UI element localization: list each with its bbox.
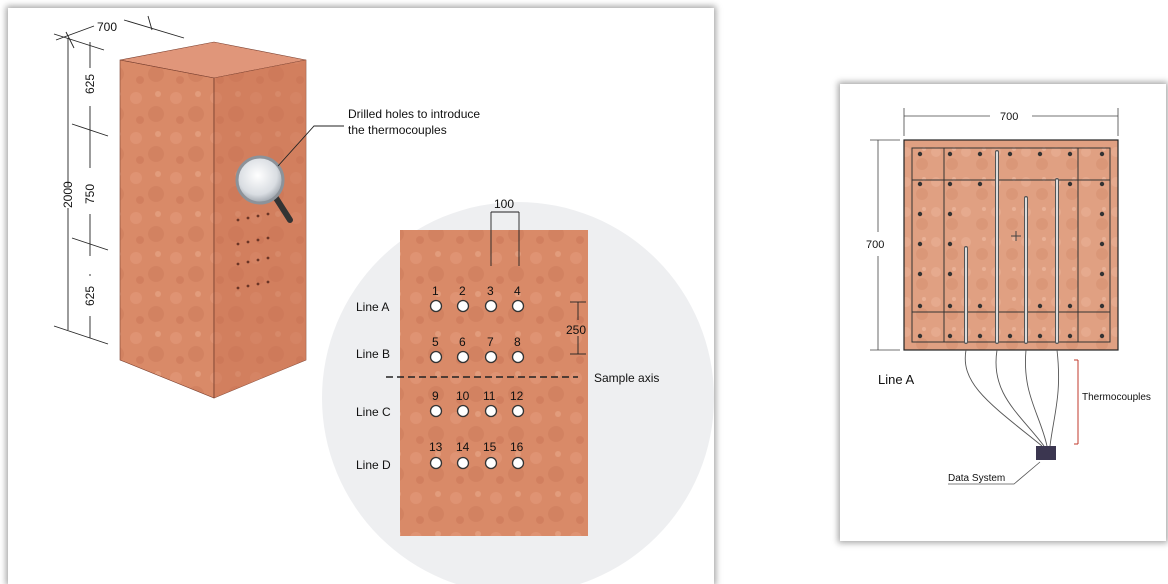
hole-number: 15 (483, 440, 497, 454)
hole-number: 1 (432, 284, 439, 298)
thermocouple-callout: Drilled holes to introduce the thermocou… (277, 107, 480, 167)
thermocouples-label: Thermocouples (1082, 392, 1151, 403)
line-c-label: Line C (356, 405, 391, 419)
hole-number: 8 (514, 335, 521, 349)
width-dimension-label: 700 (97, 20, 117, 34)
column-holes (236, 212, 270, 290)
line-b-label: Line B (356, 347, 390, 361)
hole-number: 12 (510, 389, 524, 403)
column-cross-section (903, 139, 1119, 351)
hole-number: 3 (487, 284, 494, 298)
height-dimension (53, 33, 109, 345)
spacing-vertical-label: 250 (566, 323, 586, 337)
center-mark (1011, 231, 1021, 241)
rebar-cage (911, 147, 1111, 343)
hole-number: 11 (483, 389, 496, 403)
column-diagram: Drilled holes to introduce the thermocou… (53, 15, 714, 584)
section-width-dimension (903, 108, 1119, 136)
spacing-horizontal-label: 100 (494, 197, 514, 211)
concrete-column (119, 41, 307, 399)
hole-detail: 100 250 Line A Line B Line C Line D Samp… (322, 197, 714, 584)
hole-number: 13 (429, 440, 443, 454)
callout-line-2: the thermocouples (348, 123, 447, 137)
column-diagram-panel: Drilled holes to introduce the thermocou… (8, 8, 714, 584)
height-total-label: 2000 (61, 181, 75, 208)
section-height-label: 700 (866, 239, 884, 251)
hole-number: 5 (432, 335, 439, 349)
hole-number: 2 (459, 284, 466, 298)
cross-section-diagram: 700 700 (866, 108, 1151, 485)
hole-number: 10 (456, 389, 470, 403)
hole-number: 16 (510, 440, 524, 454)
hole-number: 9 (432, 389, 439, 403)
width-dimension (55, 15, 185, 49)
section-line-label: Line A (878, 372, 914, 387)
data-system-label: Data System (948, 473, 1005, 484)
section-width-label: 700 (1000, 111, 1018, 123)
sample-axis-label: Sample axis (594, 371, 659, 385)
height-top-label: 625 (83, 74, 97, 94)
hole-number: 14 (456, 440, 470, 454)
callout-line-1: Drilled holes to introduce (348, 107, 480, 121)
height-bottom-label: 625 (83, 286, 97, 306)
thermocouples-bracket (1074, 359, 1079, 445)
hole-number: 7 (487, 335, 494, 349)
cross-section-panel: 700 700 (840, 84, 1166, 541)
section-height-dimension (870, 139, 900, 351)
hole-grid (429, 299, 525, 470)
hole-number: 4 (514, 284, 521, 298)
height-middle-label: 750 (83, 184, 97, 204)
magnifier-icon (235, 155, 293, 223)
rebar-dots (917, 151, 1105, 339)
data-system-box (1036, 446, 1056, 460)
line-a-label: Line A (356, 300, 389, 314)
line-d-label: Line D (356, 458, 391, 472)
hole-number: 6 (459, 335, 466, 349)
thermocouple-wires (964, 349, 1060, 447)
